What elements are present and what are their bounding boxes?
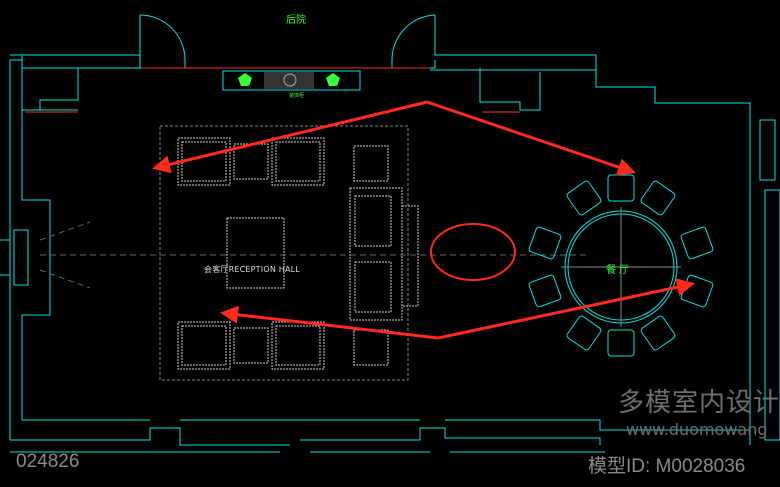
plant-icon [238, 73, 340, 87]
red-edge-lines [25, 67, 520, 113]
circle-highlight-icon [430, 223, 516, 281]
walls [0, 14, 780, 453]
arrow-icon [437, 278, 695, 340]
garden-label: 后院 [286, 15, 306, 26]
watermark-code: 024826 [16, 451, 80, 472]
cabinet-note: 装饰柜 [289, 93, 305, 99]
reception-furniture [159, 125, 419, 381]
arrow-icon [426, 100, 636, 176]
arrow-icon [220, 305, 439, 340]
watermark-url: www.duomowang [626, 420, 768, 439]
watermark-model-id: 模型ID: M0028036 [588, 456, 746, 477]
reception-hall-label: 会客厅RECEPTION HALL [204, 265, 300, 274]
watermark-brand: 多模室内设计 [618, 388, 780, 418]
annotations [152, 100, 695, 340]
axis-lines [39, 221, 590, 289]
decorative-cabinet [222, 70, 361, 91]
arrow-icon [152, 100, 428, 174]
dining-room-label: 餐厅 [606, 265, 632, 276]
